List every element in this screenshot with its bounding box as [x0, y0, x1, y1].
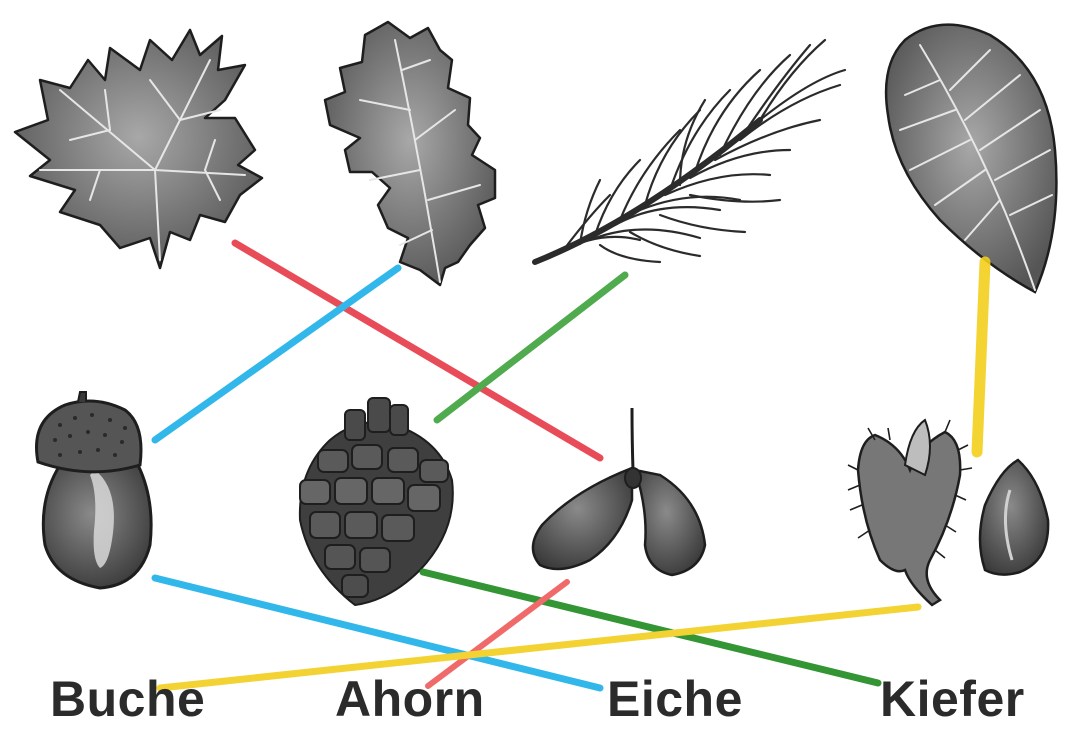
- label-buche: Buche: [50, 674, 205, 724]
- ahorn-leaf-to-seed-line: [235, 243, 600, 458]
- label-kiefer: Kiefer: [880, 674, 1025, 724]
- kiefer-cone-to-label-line: [423, 572, 878, 683]
- kiefer-twig-to-cone-line: [437, 275, 625, 420]
- label-ahorn: Ahorn: [335, 674, 485, 724]
- oak-leaf-icon: [325, 22, 495, 285]
- acorn-icon: [37, 392, 152, 588]
- label-eiche: Eiche: [607, 674, 743, 724]
- beechnut-icon: [848, 420, 1048, 605]
- buche-leaf-to-nut-line: [977, 262, 985, 452]
- pine-twig-icon: [535, 40, 845, 262]
- beech-leaf-icon: [886, 25, 1056, 292]
- maple-leaf-icon: [15, 30, 262, 268]
